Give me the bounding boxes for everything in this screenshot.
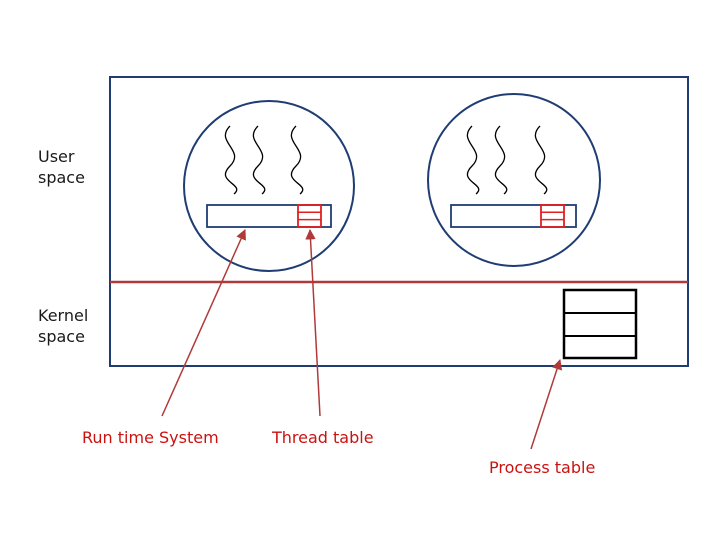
thread-table-arrow bbox=[305, 228, 321, 417]
thread-table-2-frame bbox=[540, 204, 565, 228]
thread-icon bbox=[466, 125, 480, 195]
kernel-space-label-line2: space bbox=[38, 327, 85, 346]
runtime-system-box bbox=[450, 204, 577, 228]
runtime-system-box bbox=[206, 204, 332, 228]
process-table bbox=[562, 288, 638, 360]
process-2 bbox=[427, 93, 601, 267]
thread-table-label: Thread table bbox=[271, 428, 374, 447]
thread-table-2 bbox=[540, 204, 565, 228]
runtime-system-arrow bbox=[161, 229, 246, 417]
thread-icon bbox=[290, 125, 304, 195]
thread-table-1 bbox=[297, 204, 322, 228]
thread-icon bbox=[534, 125, 548, 195]
thread-icon bbox=[494, 125, 508, 195]
thread-icon bbox=[224, 125, 238, 195]
process-table-label: Process table bbox=[489, 458, 595, 477]
process-2-circle bbox=[427, 93, 601, 267]
user-space-label-line1: User bbox=[38, 147, 75, 166]
process-1 bbox=[183, 100, 355, 272]
kernel-space-label: Kernel space bbox=[38, 306, 93, 346]
process-table-frame bbox=[562, 288, 638, 360]
thread-table-1-frame bbox=[297, 204, 322, 228]
kernel-space-label-line1: Kernel bbox=[38, 306, 88, 325]
runtime-system-label: Run time System bbox=[82, 428, 219, 447]
thread-icon bbox=[252, 125, 266, 195]
system-box bbox=[109, 76, 689, 367]
user-space-label: User space bbox=[38, 147, 85, 187]
process-table-arrow bbox=[530, 359, 563, 450]
process-1-circle bbox=[183, 100, 355, 272]
user-space-label-line2: space bbox=[38, 168, 85, 187]
